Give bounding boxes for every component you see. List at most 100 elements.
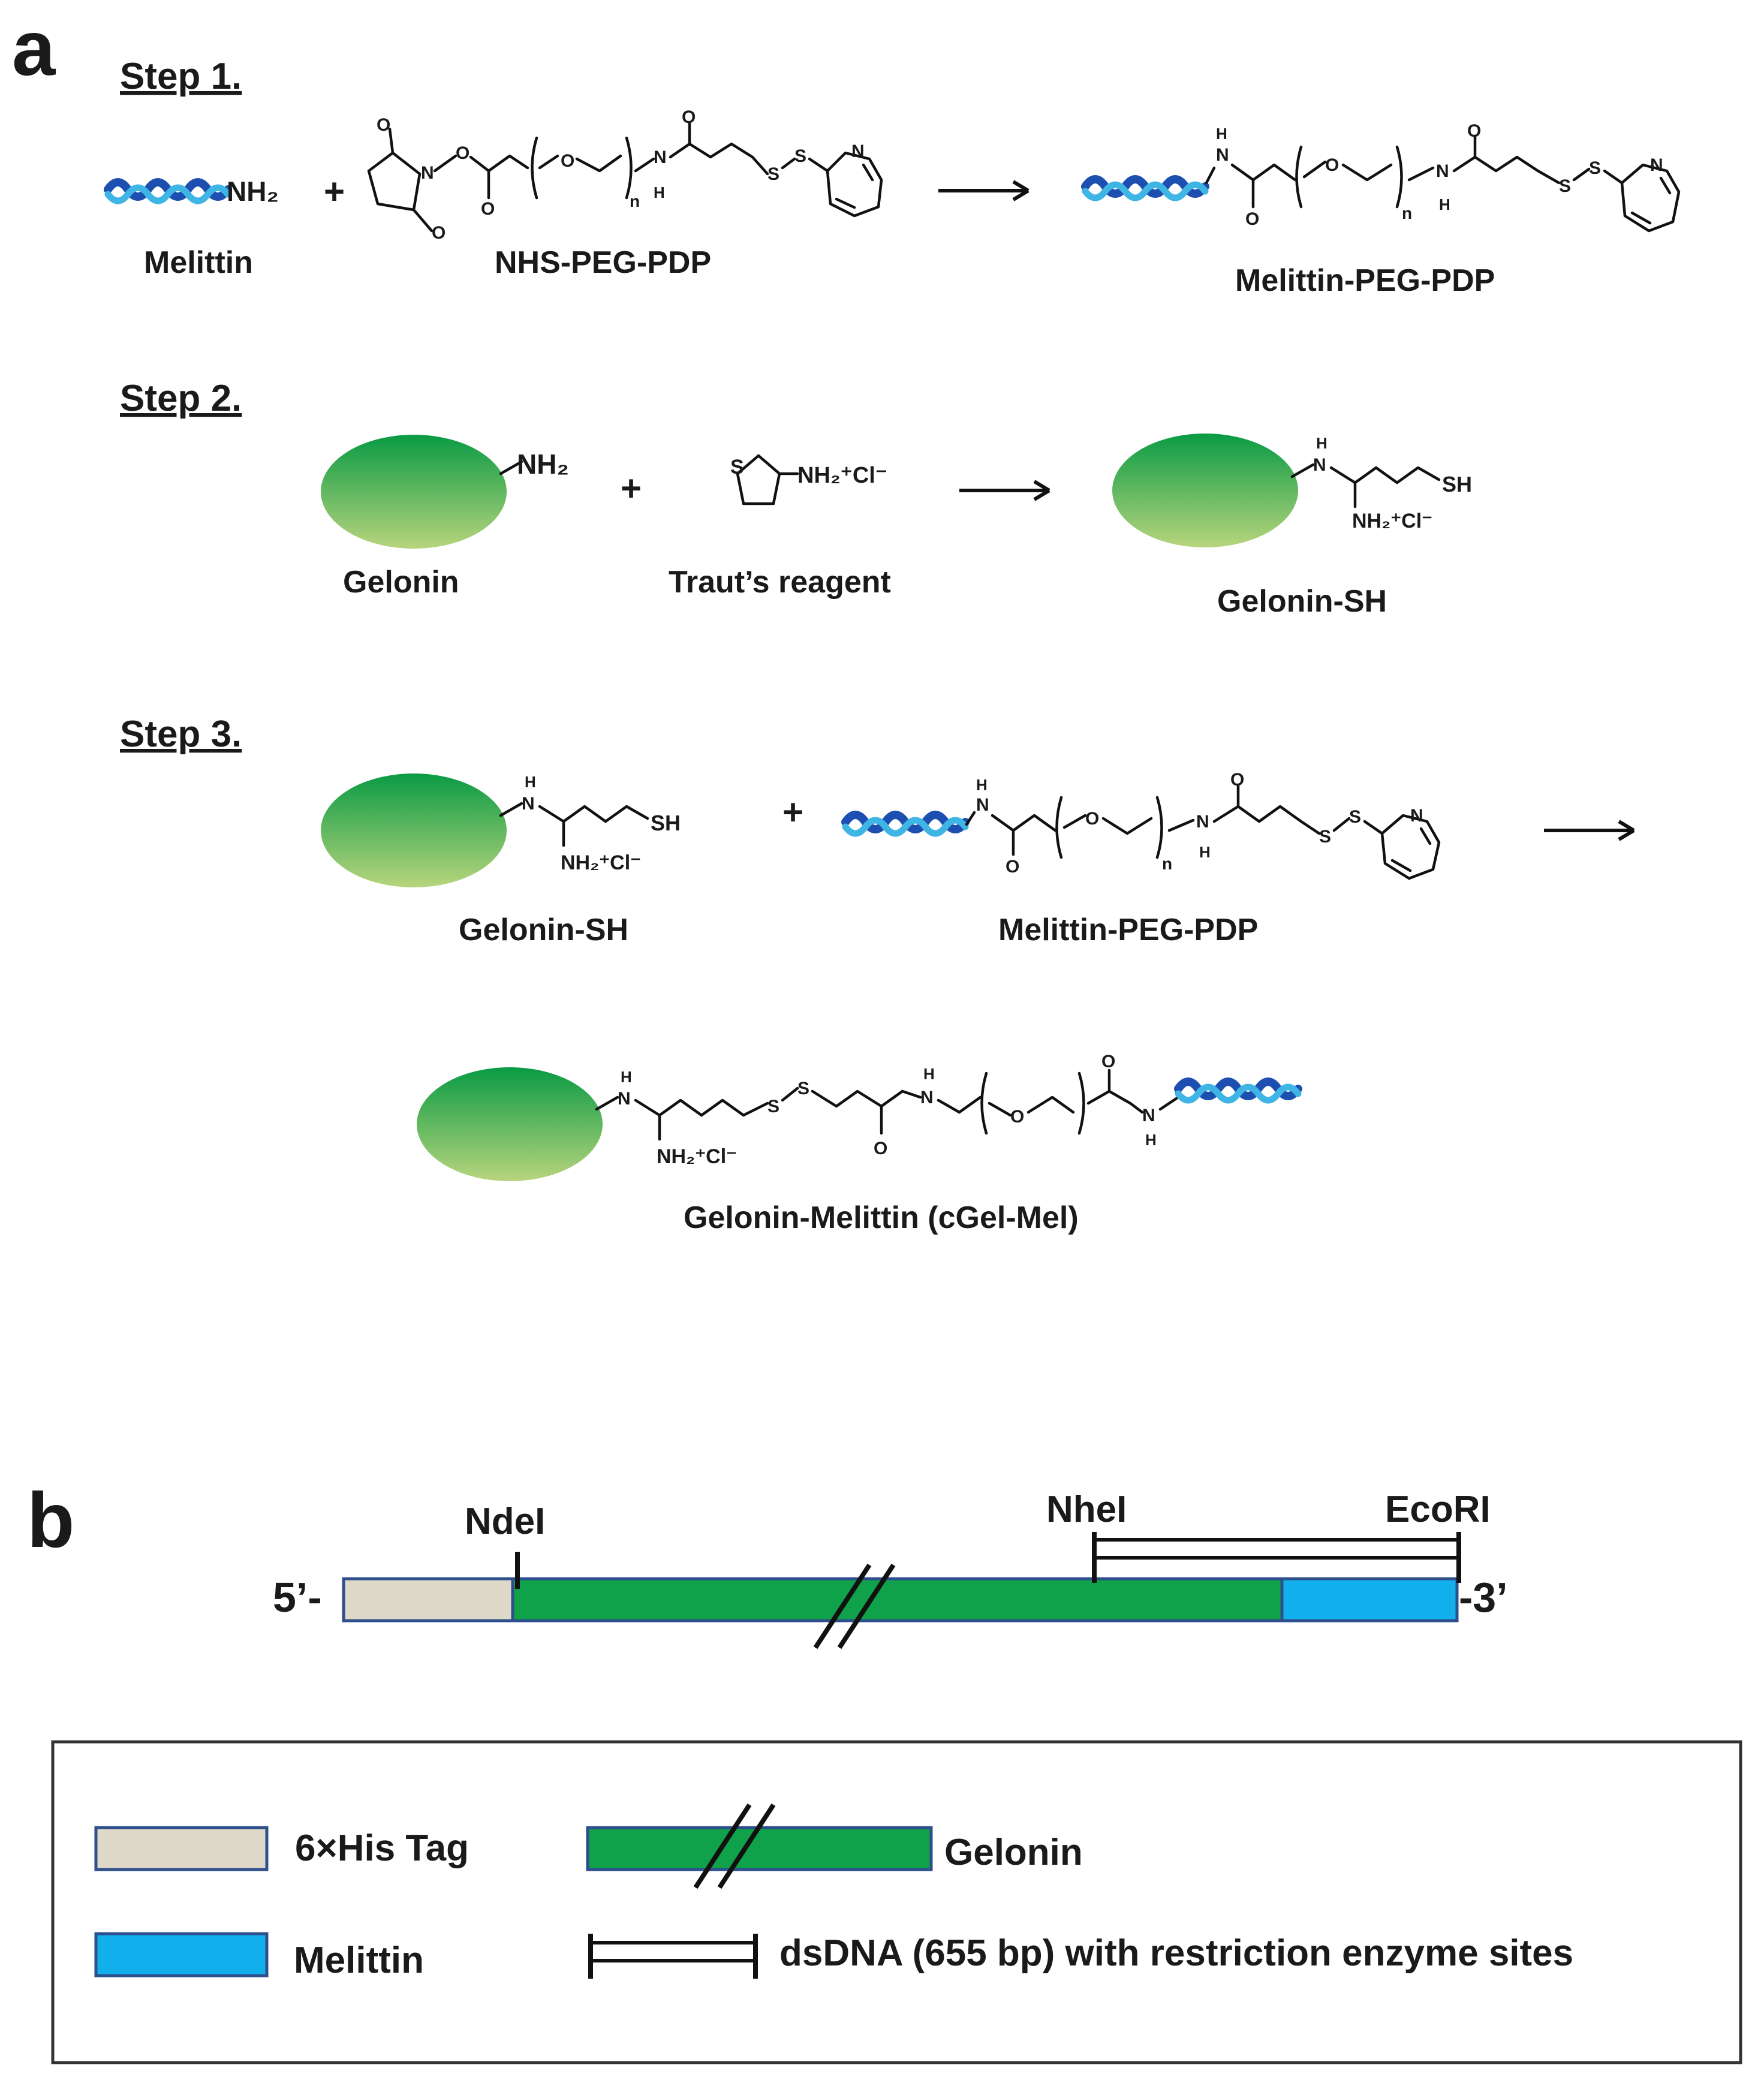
step-1-title: Step 1. xyxy=(120,56,242,97)
svg-text:H: H xyxy=(1316,434,1327,452)
step3-reactant2-label: Melittin-PEG-PDP xyxy=(998,913,1258,947)
step3-gelonin-sh-icon xyxy=(321,773,507,887)
svg-text:H: H xyxy=(525,773,536,791)
step1-melittin-label: Melittin xyxy=(144,245,253,280)
gelonin-protein-icon xyxy=(321,435,507,549)
legend-his-tag-swatch xyxy=(94,1826,269,1871)
dsdna-fragment-bracket xyxy=(1092,1532,1461,1583)
svg-text:H: H xyxy=(923,1065,935,1083)
svg-text:N: N xyxy=(851,142,865,161)
legend-his-tag-label: 6×His Tag xyxy=(295,1828,469,1869)
step2-sh: SH xyxy=(1442,472,1472,496)
nhs-peg-pdp-structure: O O N O O O n N H O S S N xyxy=(367,107,883,243)
step1-arrowhead-icon xyxy=(1012,180,1029,201)
svg-text:S: S xyxy=(767,164,779,184)
gelonin-segment xyxy=(511,1577,1284,1623)
svg-text:n: n xyxy=(1402,204,1412,222)
svg-text:O: O xyxy=(682,107,696,127)
svg-text:H: H xyxy=(976,776,988,794)
step2-plus: + xyxy=(621,468,642,508)
svg-text:O: O xyxy=(1230,770,1244,790)
step-1: Step 1. NH₂ Melittin + O O N O O O n N H xyxy=(108,56,1681,298)
svg-text:N: N xyxy=(1436,161,1449,181)
svg-text:O: O xyxy=(432,223,445,243)
gelonin-sh-linker-structure: N H xyxy=(1290,434,1441,508)
legend-box: 6×His Tag Gelonin Melittin dsDNA (655 bp… xyxy=(51,1740,1742,2064)
svg-text:O: O xyxy=(1467,121,1481,141)
legend-border xyxy=(51,1740,1742,2064)
step3-arrowhead-icon xyxy=(1618,820,1635,841)
svg-text:H: H xyxy=(1439,195,1450,213)
conjugate-group: NH₂⁺Cl⁻ xyxy=(657,1145,737,1168)
step3-sh: SH xyxy=(651,811,681,835)
conjugate-linker-structure: N H S S O N H O O N H xyxy=(595,1052,1298,1158)
step1-reagent-label: NHS-PEG-PDP xyxy=(495,245,711,280)
svg-text:N: N xyxy=(920,1088,934,1107)
step3-group-1: NH₂⁺Cl⁻ xyxy=(561,851,641,874)
svg-text:S: S xyxy=(767,1097,779,1116)
gelonin-amine-bond xyxy=(499,460,523,475)
svg-text:O: O xyxy=(561,151,574,171)
gelonin-sh-protein-icon xyxy=(1112,434,1298,547)
svg-text:H: H xyxy=(1216,125,1227,143)
svg-text:N: N xyxy=(976,795,989,815)
svg-text:O: O xyxy=(1085,809,1099,829)
svg-text:S: S xyxy=(797,1079,809,1098)
svg-text:S: S xyxy=(1559,176,1571,196)
panel-a-letter: a xyxy=(12,4,56,92)
step1-nh2: NH₂ xyxy=(227,176,279,207)
svg-text:N: N xyxy=(1410,806,1423,826)
svg-text:S: S xyxy=(1319,827,1331,847)
legend-gelonin-swatch xyxy=(586,1826,933,1871)
svg-text:O: O xyxy=(377,115,390,135)
step2-product-label: Gelonin-SH xyxy=(1217,584,1387,619)
svg-text:O: O xyxy=(1325,155,1339,175)
gene-construct: 5’- -3’ NdeI NheI EcoRI xyxy=(273,1489,1508,1649)
svg-text:H: H xyxy=(621,1068,632,1086)
melittin-peg-pdp-product-structure: N H O O n N H O S S N xyxy=(1085,121,1681,233)
step3-reactant1-label: Gelonin-SH xyxy=(459,913,628,947)
svg-text:n: n xyxy=(1162,854,1172,873)
svg-text:S: S xyxy=(1349,807,1361,827)
svg-text:O: O xyxy=(481,199,495,219)
svg-text:N: N xyxy=(522,794,535,814)
step2-product-group: NH₂⁺Cl⁻ xyxy=(1352,510,1432,532)
step3-gelonin-sh-linker: N H xyxy=(499,773,649,847)
melittin-wave-icon xyxy=(108,182,228,201)
svg-text:H: H xyxy=(654,183,665,201)
gelonin-break-icon xyxy=(813,1563,896,1649)
svg-text:N: N xyxy=(1313,455,1326,475)
legend-melittin-swatch xyxy=(94,1932,269,1977)
svg-text:n: n xyxy=(630,192,640,210)
nhei-label: NheI xyxy=(1046,1489,1127,1530)
trauts-reagent-group: NH₂⁺Cl⁻ xyxy=(797,463,887,488)
legend-gelonin-label: Gelonin xyxy=(944,1832,1083,1873)
step3-melittin-peg-pdp-structure: N H O O n N H O S S N xyxy=(845,770,1441,880)
panel-b-letter: b xyxy=(27,1476,74,1564)
step3-product-label: Gelonin-Melittin (cGel-Mel) xyxy=(684,1200,1079,1235)
three-prime-label: -3’ xyxy=(1459,1574,1508,1621)
svg-text:N: N xyxy=(1196,812,1209,832)
svg-text:O: O xyxy=(1101,1052,1115,1071)
step2-gelonin-label: Gelonin xyxy=(343,565,459,600)
his-tag-segment xyxy=(342,1577,514,1623)
five-prime-label: 5’- xyxy=(273,1574,322,1621)
svg-text:S: S xyxy=(730,456,744,478)
step-3-title: Step 3. xyxy=(120,714,242,755)
svg-text:N: N xyxy=(1142,1106,1155,1125)
svg-text:N: N xyxy=(1650,155,1663,175)
ndei-label: NdeI xyxy=(465,1501,545,1542)
svg-text:N: N xyxy=(1216,145,1229,165)
svg-text:N: N xyxy=(654,148,667,167)
legend-dsdna-label: dsDNA (655 bp) with restriction enzyme s… xyxy=(779,1933,1573,1974)
svg-text:S: S xyxy=(1589,158,1601,178)
step2-reagent-label: Traut’s reagent xyxy=(669,565,891,600)
step1-product-label: Melittin-PEG-PDP xyxy=(1235,263,1495,298)
step2-arrowhead-icon xyxy=(1033,480,1050,501)
svg-text:N: N xyxy=(618,1089,631,1109)
ecori-label: EcoRI xyxy=(1385,1489,1491,1530)
step-2: Step 2. NH₂ Gelonin + S NH₂⁺Cl⁻ Traut’s … xyxy=(120,378,1472,619)
step2-nh2: NH₂ xyxy=(517,448,569,480)
svg-text:H: H xyxy=(1145,1131,1157,1149)
